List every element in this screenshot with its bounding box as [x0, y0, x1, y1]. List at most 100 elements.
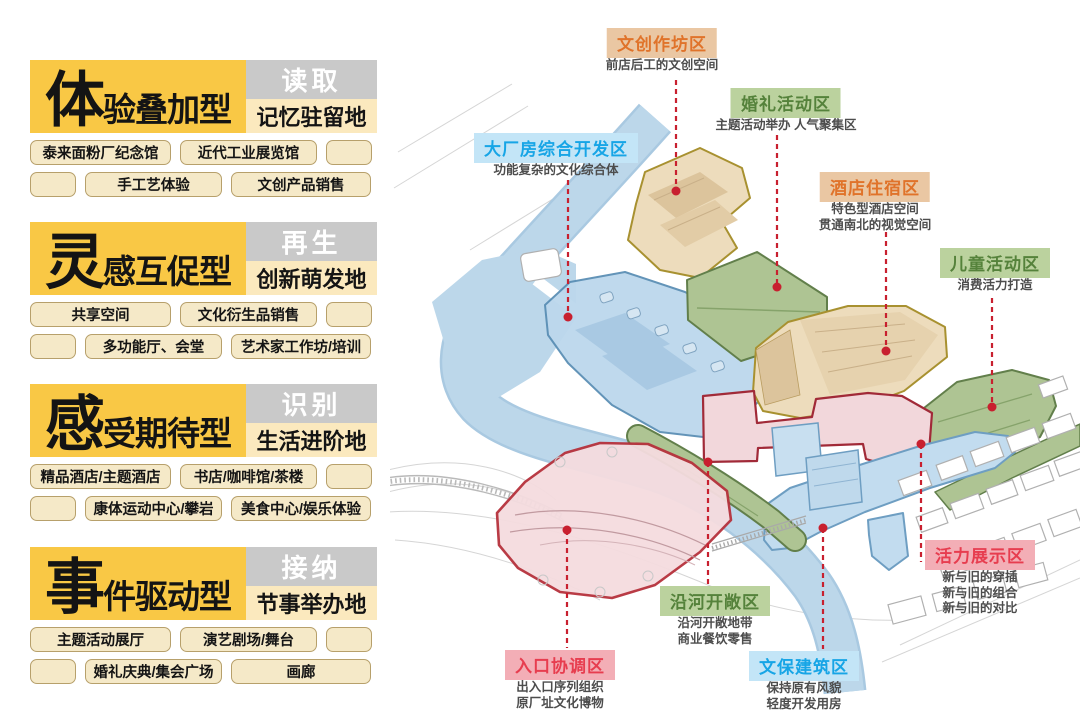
function-pill: 文化衍生品销售	[180, 302, 317, 327]
section-big-char: 感	[45, 390, 105, 458]
zone-label-title: 大厂房综合开发区	[474, 133, 638, 163]
function-pill: 文创产品销售	[231, 172, 371, 197]
zone-label-desc: 特色型酒店空间	[831, 202, 919, 216]
section-tag: 读取	[246, 60, 377, 100]
pill-row: 婚礼庆典/集会广场 画廊	[30, 659, 377, 684]
section-header: 感受期待型 识别 生活进阶地	[30, 384, 377, 457]
panel-section-event: 事件驱动型 接纳 节事举办地 主题活动展厅 演艺剧场/舞台 婚礼庆典/集会广场 …	[30, 547, 377, 684]
zone-label-desc: 保持原有风貌	[766, 681, 842, 695]
zone-label-desc: 商业餐饮零售	[677, 631, 753, 646]
leader-dot-ertong	[987, 402, 997, 412]
function-pill: 泰来面粉厂纪念馆	[30, 140, 171, 165]
section-side: 读取 记忆驻留地	[246, 60, 377, 133]
function-pill: 主题活动展厅	[30, 627, 171, 652]
leader-dot-hunli	[772, 282, 782, 292]
zone-label-desc: 沿河开敞地带	[677, 616, 753, 630]
section-title: 灵感互促型	[30, 222, 246, 295]
zone-label-title: 入口协调区	[505, 650, 615, 680]
zone-label-title: 酒店住宿区	[819, 172, 930, 202]
section-header: 灵感互促型 再生 创新萌发地	[30, 222, 377, 295]
section-place: 记忆驻留地	[246, 99, 377, 133]
map-region-jiudian	[752, 305, 948, 419]
zone-label-desc: 新与旧的穿插	[942, 570, 1018, 584]
zone-label-title: 活力展示区	[925, 540, 1035, 570]
section-title-rest: 验叠加型	[103, 91, 232, 128]
section-place: 节事举办地	[246, 586, 377, 620]
empty-pill	[326, 464, 372, 489]
section-title: 感受期待型	[30, 384, 246, 457]
zone-label-desc: 贯通南北的视觉空间	[818, 217, 932, 232]
function-pill: 演艺剧场/舞台	[180, 627, 317, 652]
function-pill: 艺术家工作坊/培训	[231, 334, 371, 359]
function-pill: 美食中心/娱乐体验	[231, 496, 371, 521]
empty-pill	[30, 334, 76, 359]
function-pill: 近代工业展览馆	[180, 140, 317, 165]
function-pill: 手工艺体验	[85, 172, 222, 197]
zone-label-title: 沿河开敞区	[660, 586, 770, 616]
empty-pill	[326, 302, 372, 327]
pill-row: 泰来面粉厂纪念馆 近代工业展览馆	[30, 140, 377, 165]
function-pill: 康体运动中心/攀岩	[85, 496, 222, 521]
section-tag: 再生	[246, 222, 377, 262]
pill-row: 多功能厅、会堂 艺术家工作坊/培训	[30, 334, 377, 359]
zone-label-jiudian: 酒店住宿区 特色型酒店空间 贯通南北的视觉空间	[818, 172, 932, 233]
zone-label-desc: 原厂址文化博物	[516, 695, 604, 710]
zone-label-wenchuang: 文创作坊区 前店后工的文创空间	[606, 28, 718, 74]
zone-label-title: 文保建筑区	[749, 651, 859, 681]
section-big-char: 体	[45, 66, 105, 134]
section-title-rest: 感互促型	[103, 253, 232, 290]
zone-label-desc: 出入口序列组织	[516, 680, 604, 694]
empty-pill	[326, 140, 372, 165]
leader-dot-wenchuang	[671, 186, 681, 196]
zone-label-desc: 主题活动举办 人气聚集区	[715, 118, 857, 132]
zone-label-hunli: 婚礼活动区 主题活动举办 人气聚集区	[715, 88, 857, 134]
leader-dots	[562, 186, 997, 535]
leader-dot-jiudian	[881, 346, 891, 356]
empty-pill	[30, 659, 76, 684]
section-title-rest: 受期待型	[103, 415, 232, 452]
leader-dot-rukou	[562, 525, 572, 535]
zone-label-title: 婚礼活动区	[730, 88, 841, 118]
footbridge-sketch	[711, 515, 807, 552]
empty-pill	[326, 627, 372, 652]
leader-dot-wenbao	[818, 523, 828, 533]
zone-label-desc: 功能复杂的文化综合体	[493, 163, 619, 177]
leader-dot-yanhe	[703, 457, 713, 467]
section-big-char: 灵	[45, 228, 105, 296]
section-header: 体验叠加型 读取 记忆驻留地	[30, 60, 377, 133]
map-region-rukou	[495, 441, 733, 600]
pill-row: 康体运动中心/攀岩 美食中心/娱乐体验	[30, 496, 377, 521]
zone-label-ertong: 儿童活动区 消费活力打造	[940, 248, 1050, 294]
function-pill: 精品酒店/主题酒店	[30, 464, 171, 489]
section-header: 事件驱动型 接纳 节事举办地	[30, 547, 377, 620]
zone-label-desc: 新与旧的对比	[942, 601, 1018, 615]
section-side: 再生 创新萌发地	[246, 222, 377, 295]
section-title: 体验叠加型	[30, 60, 246, 133]
zone-label-desc: 消费活力打造	[957, 278, 1033, 292]
zone-label-desc: 新与旧的组合	[942, 585, 1018, 600]
leader-lines	[565, 80, 994, 649]
pill-row: 共享空间 文化衍生品销售	[30, 302, 377, 327]
function-pill: 多功能厅、会堂	[85, 334, 222, 359]
section-title: 事件驱动型	[30, 547, 246, 620]
sketch-trees	[537, 446, 654, 598]
section-big-char: 事	[45, 553, 105, 621]
section-tag: 识别	[246, 384, 377, 424]
zone-label-title: 儿童活动区	[940, 248, 1050, 278]
panel-section-perception: 感受期待型 识别 生活进阶地 精品酒店/主题酒店 书店/咖啡馆/茶楼 康体运动中…	[30, 384, 377, 521]
pill-row: 主题活动展厅 演艺剧场/舞台	[30, 627, 377, 652]
section-title-rest: 件驱动型	[103, 578, 232, 615]
section-side: 接纳 节事举办地	[246, 547, 377, 620]
map-region-wenchuang	[627, 147, 751, 279]
empty-pill	[30, 172, 76, 197]
zone-label-rukou: 入口协调区 出入口序列组织 原厂址文化博物	[505, 650, 615, 711]
section-place: 创新萌发地	[246, 261, 377, 295]
pill-row: 精品酒店/主题酒店 书店/咖啡馆/茶楼	[30, 464, 377, 489]
zone-label-dachangfang: 大厂房综合开发区 功能复杂的文化综合体	[474, 133, 638, 179]
function-pill: 婚礼庆典/集会广场	[85, 659, 222, 684]
section-place: 生活进阶地	[246, 423, 377, 457]
section-side: 识别 生活进阶地	[246, 384, 377, 457]
zone-label-wenbao: 文保建筑区 保持原有风貌 轻度开发用房	[749, 651, 859, 712]
zone-label-title: 文创作坊区	[606, 28, 717, 58]
